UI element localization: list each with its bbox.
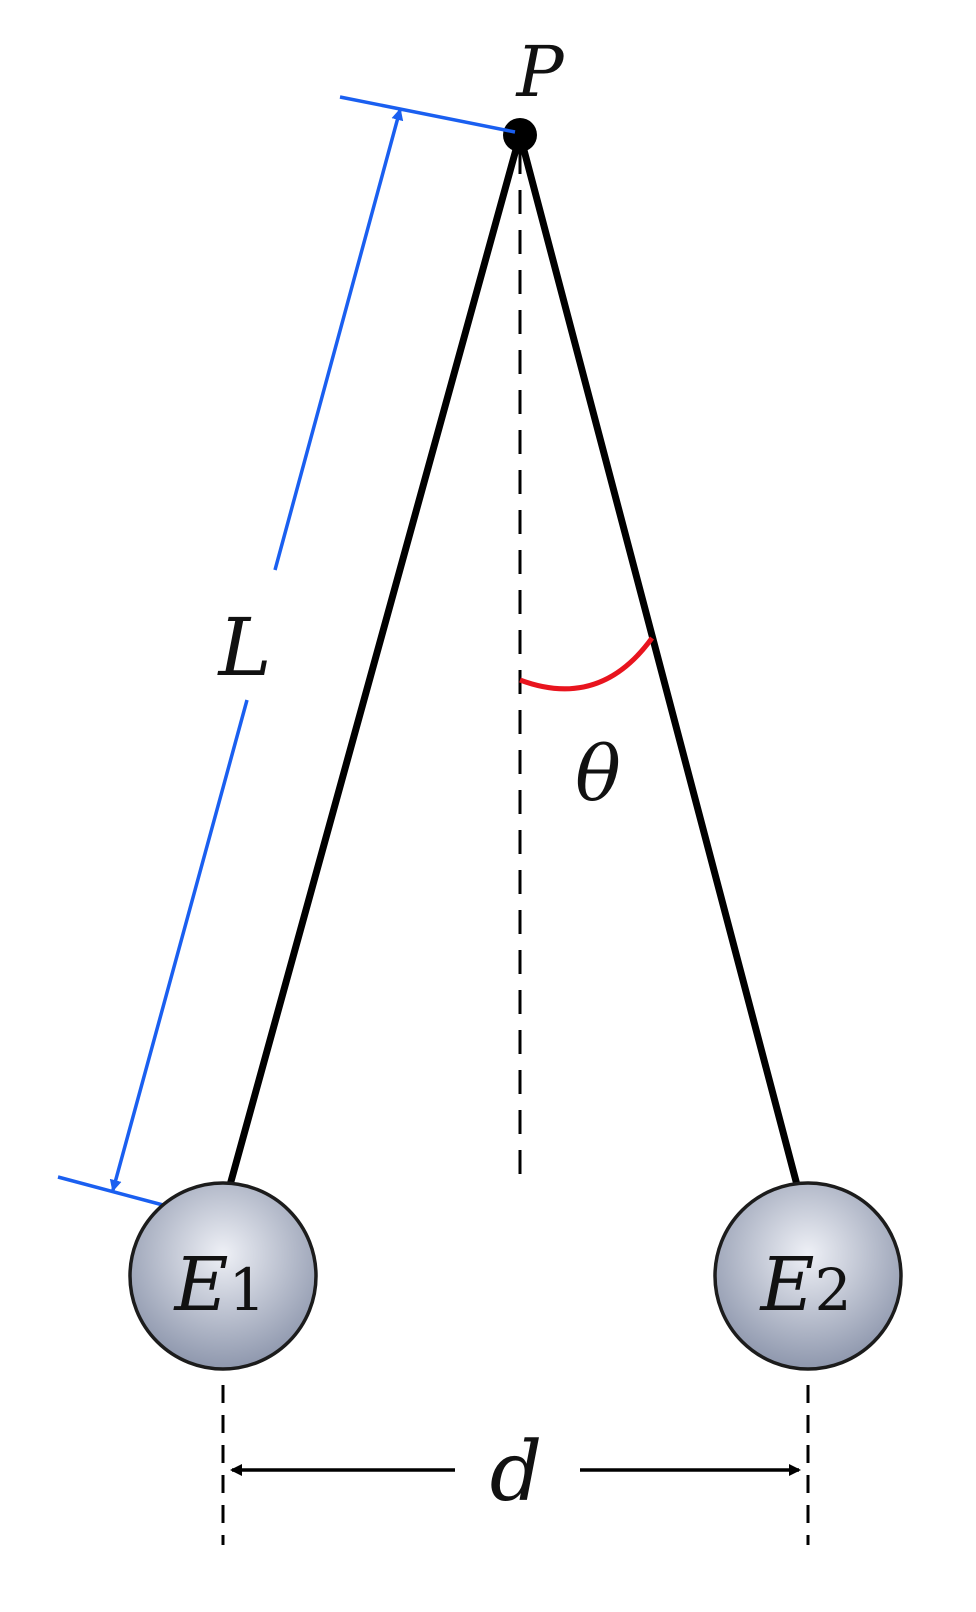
angle-label: θ	[575, 729, 621, 818]
right-string	[516, 131, 801, 1189]
left-string	[226, 131, 524, 1189]
angle-arc	[519, 636, 655, 692]
pivot-label: P	[514, 31, 565, 113]
length-extension-top	[339, 95, 516, 134]
length-label: L	[216, 601, 271, 694]
length-arrow-lower	[109, 699, 249, 1192]
ball-e1	[128, 1181, 318, 1371]
length-extension-bottom	[57, 1175, 164, 1207]
ball-e2	[713, 1181, 903, 1371]
ball-e1-label: E1	[173, 1242, 266, 1328]
separation-label: d	[490, 1425, 543, 1520]
pivot-point	[503, 118, 537, 152]
length-arrow-upper	[273, 108, 404, 571]
ball-e2-label: E2	[759, 1242, 852, 1328]
